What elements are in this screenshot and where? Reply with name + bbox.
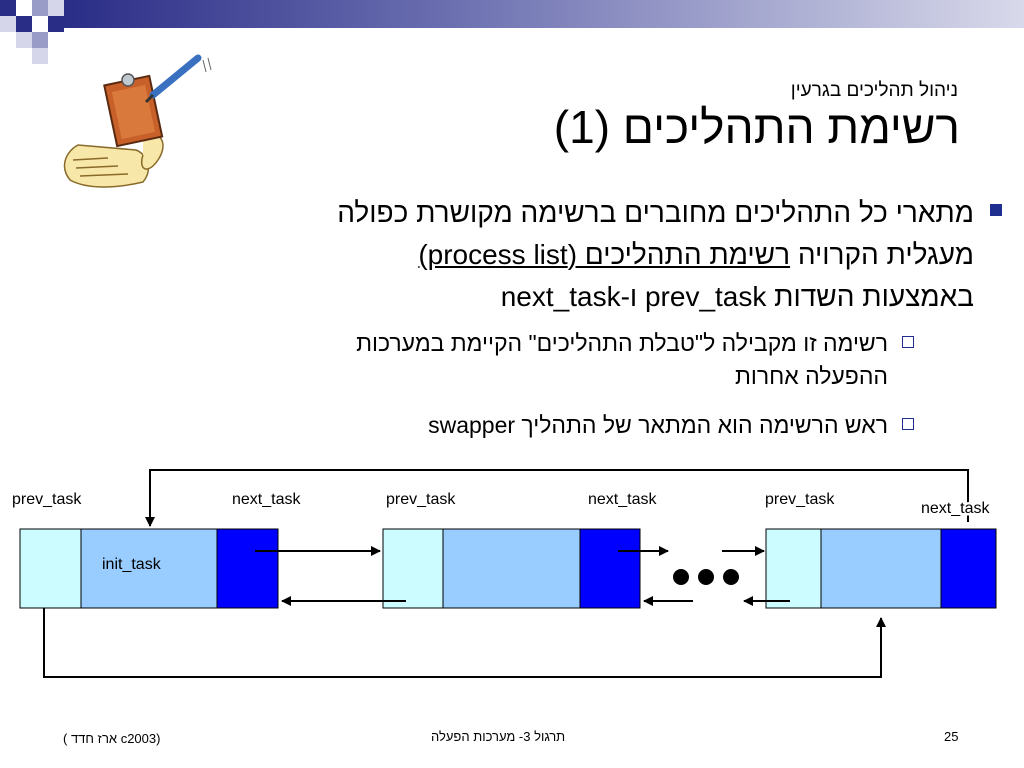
sub-bullet-1: רשימה זו מקבילה ל"טבלת התהליכים" הקיימת … [148,327,914,393]
main-bullet-line2-text: מעגלית הקרויה [797,239,974,270]
prev-task-label-1: prev_task [12,491,82,508]
process-list-term: רשימת התהליכים (process list) [418,239,791,270]
main-bullet-line1: מתארי כל התהליכים מחוברים ברשימה מקושרת … [337,197,974,228]
top-loop-line [145,469,969,527]
footer-copyright: (c2003 ארז חדד ) [63,731,161,746]
sub-bullet-1-line2: ההפעלה אחרות [735,363,888,389]
footer-page-number: 25 [944,729,959,744]
main-bullet-line2: מעגלית הקרויה רשימת התהליכים (process li… [94,234,974,276]
process-list-diagram: prev_task next_task prev_task next_task … [12,469,997,678]
main-bullet: מתארי כל התהליכים מחוברים ברשימה מקושרת … [94,192,1002,318]
next-task-label-2: next_task [588,491,657,508]
header-gradient-bar [64,0,1024,28]
next-task-label-3: next_task [921,500,990,517]
slide-title: רשימת התהליכים (1) [553,101,960,153]
init-task-label: init_task [102,556,162,573]
corner-decoration [0,0,64,64]
slide-subtitle: ניהול תהליכים בגרעין [790,80,958,101]
bottom-loop-line [43,608,886,678]
clipboard-pencil-icon [63,54,212,188]
sub-bullet-1-line1: רשימה זו מקבילה ל"טבלת התהליכים" הקיימת … [356,330,888,356]
node-init-task [19,528,279,609]
sub-bullet-2: ראש הרשימה הוא המתאר של התהליך swapper [148,409,914,442]
next-task-label-1: next_task [232,491,301,508]
node-2 [382,528,641,609]
bullet-square-icon [990,204,1002,216]
sub-bullet-2-text: ראש הרשימה הוא המתאר של התהליך swapper [428,412,888,438]
hollow-bullet-icon [902,418,914,430]
node-3 [765,528,997,609]
hollow-bullet-icon [902,336,914,348]
main-bullet-line3: באמצעות השדות prev_task ו-next_task [500,281,974,312]
prev-task-label-2: prev_task [386,491,456,508]
prev-task-label-3: prev_task [765,491,835,508]
ellipsis-dots [673,569,739,585]
footer-course: תרגול 3- מערכות הפעלה [431,729,566,744]
